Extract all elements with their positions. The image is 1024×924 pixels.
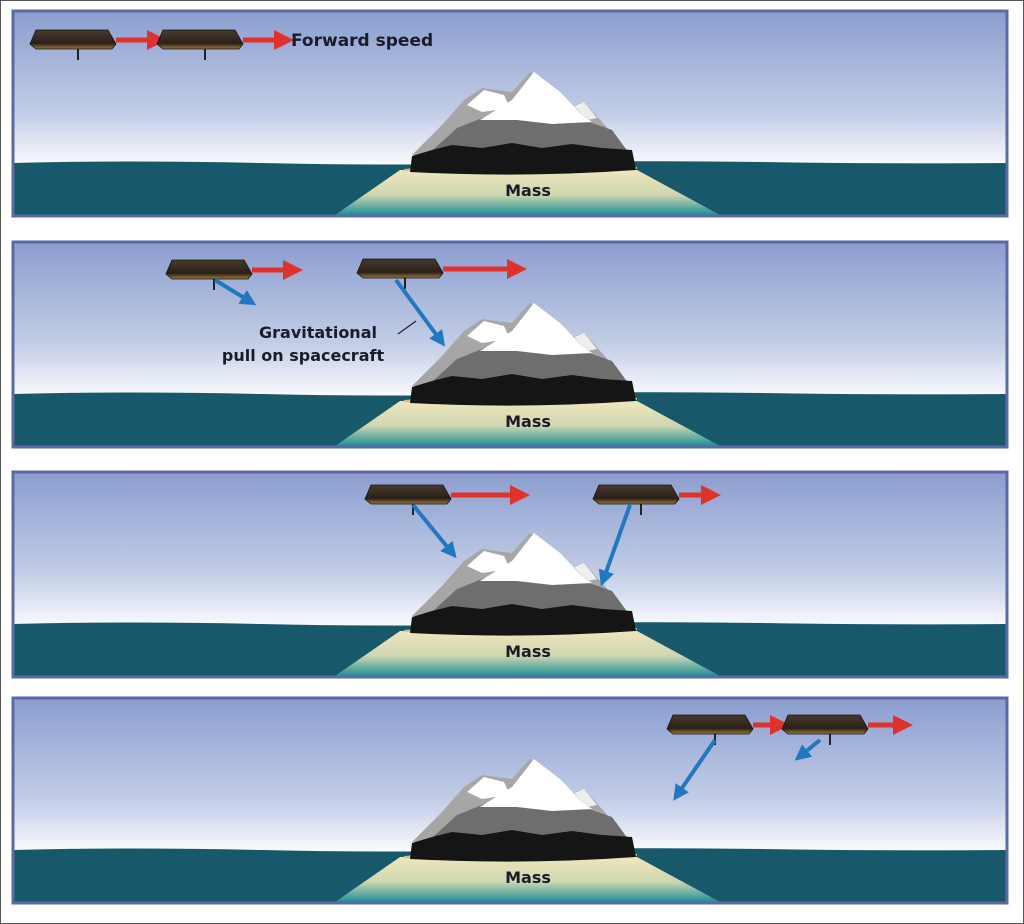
spacecraft-body (165, 259, 253, 280)
spacecraft-body (356, 258, 444, 279)
spacecraft-body (156, 29, 244, 50)
gravitational-pull-arrow (598, 504, 632, 587)
panel-border (11, 240, 1009, 449)
spacecraft (156, 29, 244, 60)
gravitational-label-line2: pull on spacecraft (222, 346, 385, 365)
panel-2: Mass Gravitational pull on spacecraft (11, 240, 1009, 449)
spacecraft (165, 259, 253, 290)
spacecraft (29, 29, 117, 60)
spacecraft (364, 484, 452, 515)
gravitational-pull-arrow (794, 738, 822, 761)
mass-label: Mass (505, 181, 551, 200)
spacecraft-body (666, 714, 754, 735)
panel-border (11, 470, 1009, 679)
spacecraft (356, 258, 444, 289)
panel-1: Mass Forward speed (11, 9, 1009, 218)
gravitational-pull-arrow (411, 503, 457, 559)
gravitational-pull-arrow (673, 738, 717, 801)
panel-4: Mass (11, 696, 1009, 905)
spacecraft-body (592, 484, 680, 505)
gravitational-pull-arrow (213, 278, 257, 306)
mass-label: Mass (505, 868, 551, 887)
panel-border (11, 696, 1009, 905)
spacecraft (592, 484, 680, 515)
mass-label: Mass (505, 412, 551, 431)
gravitational-pull-arrow (394, 278, 446, 347)
spacecraft-body (29, 29, 117, 50)
gravitational-label-line1: Gravitational (259, 323, 377, 342)
spacecraft-body (364, 484, 452, 505)
leader-line (397, 320, 417, 335)
spacecraft (781, 714, 869, 745)
forward-speed-label: Forward speed (291, 31, 433, 51)
panel-3: Mass (11, 470, 1009, 679)
spacecraft-body (781, 714, 869, 735)
mass-label: Mass (505, 642, 551, 661)
panel-border (11, 9, 1009, 218)
